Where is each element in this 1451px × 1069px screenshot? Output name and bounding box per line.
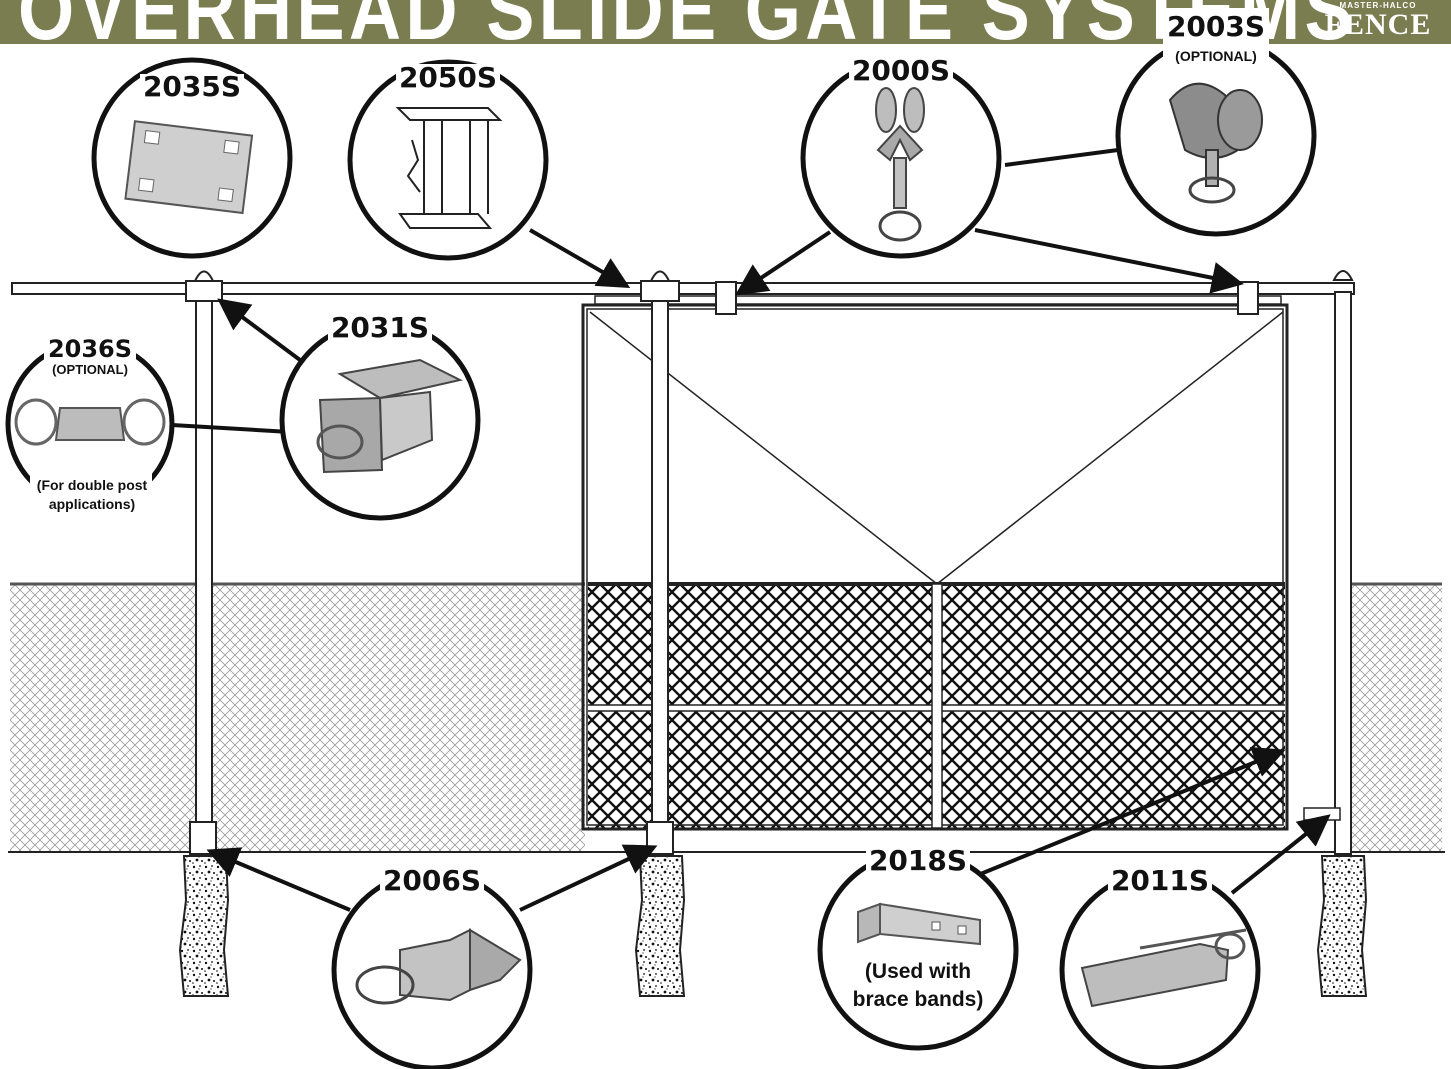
post-right <box>1303 270 1354 855</box>
part-code: 2050S <box>399 61 497 94</box>
chain-link-fence-left <box>10 582 585 852</box>
part-code: 2036S <box>48 335 132 363</box>
part-code: 2003S <box>1167 10 1265 43</box>
mounting-plate-icon <box>124 120 254 215</box>
trolley-optional-icon <box>1168 82 1263 204</box>
page-title: OVERHEAD SLIDE GATE SYSTEMS <box>18 0 1357 44</box>
connector-line-2036s <box>171 423 291 434</box>
part-callout-2011s: 2011S <box>1059 862 1261 1069</box>
trolley-right <box>1237 281 1259 315</box>
concrete-footing-left <box>178 855 230 997</box>
concrete-footing-middle <box>634 855 686 997</box>
pointer-arrows <box>206 228 1331 912</box>
chain-link-fence-right <box>1340 582 1442 852</box>
post-left <box>185 270 223 855</box>
part-callout-2031s: 2031S <box>279 311 481 521</box>
part-callout-2035s: 2035S <box>91 57 293 259</box>
i-beam-track-icon <box>395 107 503 229</box>
connector-line-2003s <box>1004 148 1119 167</box>
trolley-left <box>715 281 737 315</box>
brand-name: FENCE <box>1324 8 1432 41</box>
part-caption-line-1: (Used with <box>865 960 971 983</box>
part-callout-2018s: 2018S (Used with brace bands) <box>817 844 1019 1051</box>
gate-guide-icon <box>355 928 522 1005</box>
part-callout-2006s: 2006S <box>331 862 533 1069</box>
part-code: 2000S <box>852 54 950 87</box>
track-bracket-icon <box>316 358 463 474</box>
part-code: 2018S <box>869 844 967 877</box>
part-code: 2035S <box>143 70 241 103</box>
concrete-footing-right <box>1316 855 1368 997</box>
brand-logo: MASTER-HALCO FENCE <box>1322 1 1434 41</box>
part-caption-line-1: (For double post <box>37 477 148 493</box>
double-post-bracket-icon <box>14 398 166 446</box>
brand-subtitle: MASTER-HALCO <box>1339 1 1417 10</box>
part-callout-2050s: 2050S <box>347 59 549 261</box>
part-code: 2011S <box>1111 864 1209 897</box>
part-caption-line-2: applications) <box>49 496 135 512</box>
post-middle <box>640 270 680 855</box>
truck-trolley-icon <box>875 87 925 242</box>
part-code: 2031S <box>331 311 429 344</box>
top-rail <box>11 282 1355 305</box>
part-note: (OPTIONAL) <box>1175 48 1257 64</box>
part-caption-line-2: brace bands) <box>853 988 984 1011</box>
brace-band-bracket-icon <box>857 902 981 946</box>
part-note: (OPTIONAL) <box>52 362 128 377</box>
gate-panel <box>581 303 1289 831</box>
part-callout-2003s: 2003S (OPTIONAL) <box>1115 8 1317 237</box>
latch-icon <box>1080 928 1247 1008</box>
part-callout-2036s: 2036S (OPTIONAL) (For double post applic… <box>5 330 175 514</box>
part-callout-2000s: 2000S <box>800 54 1002 259</box>
part-code: 2006S <box>383 864 481 897</box>
